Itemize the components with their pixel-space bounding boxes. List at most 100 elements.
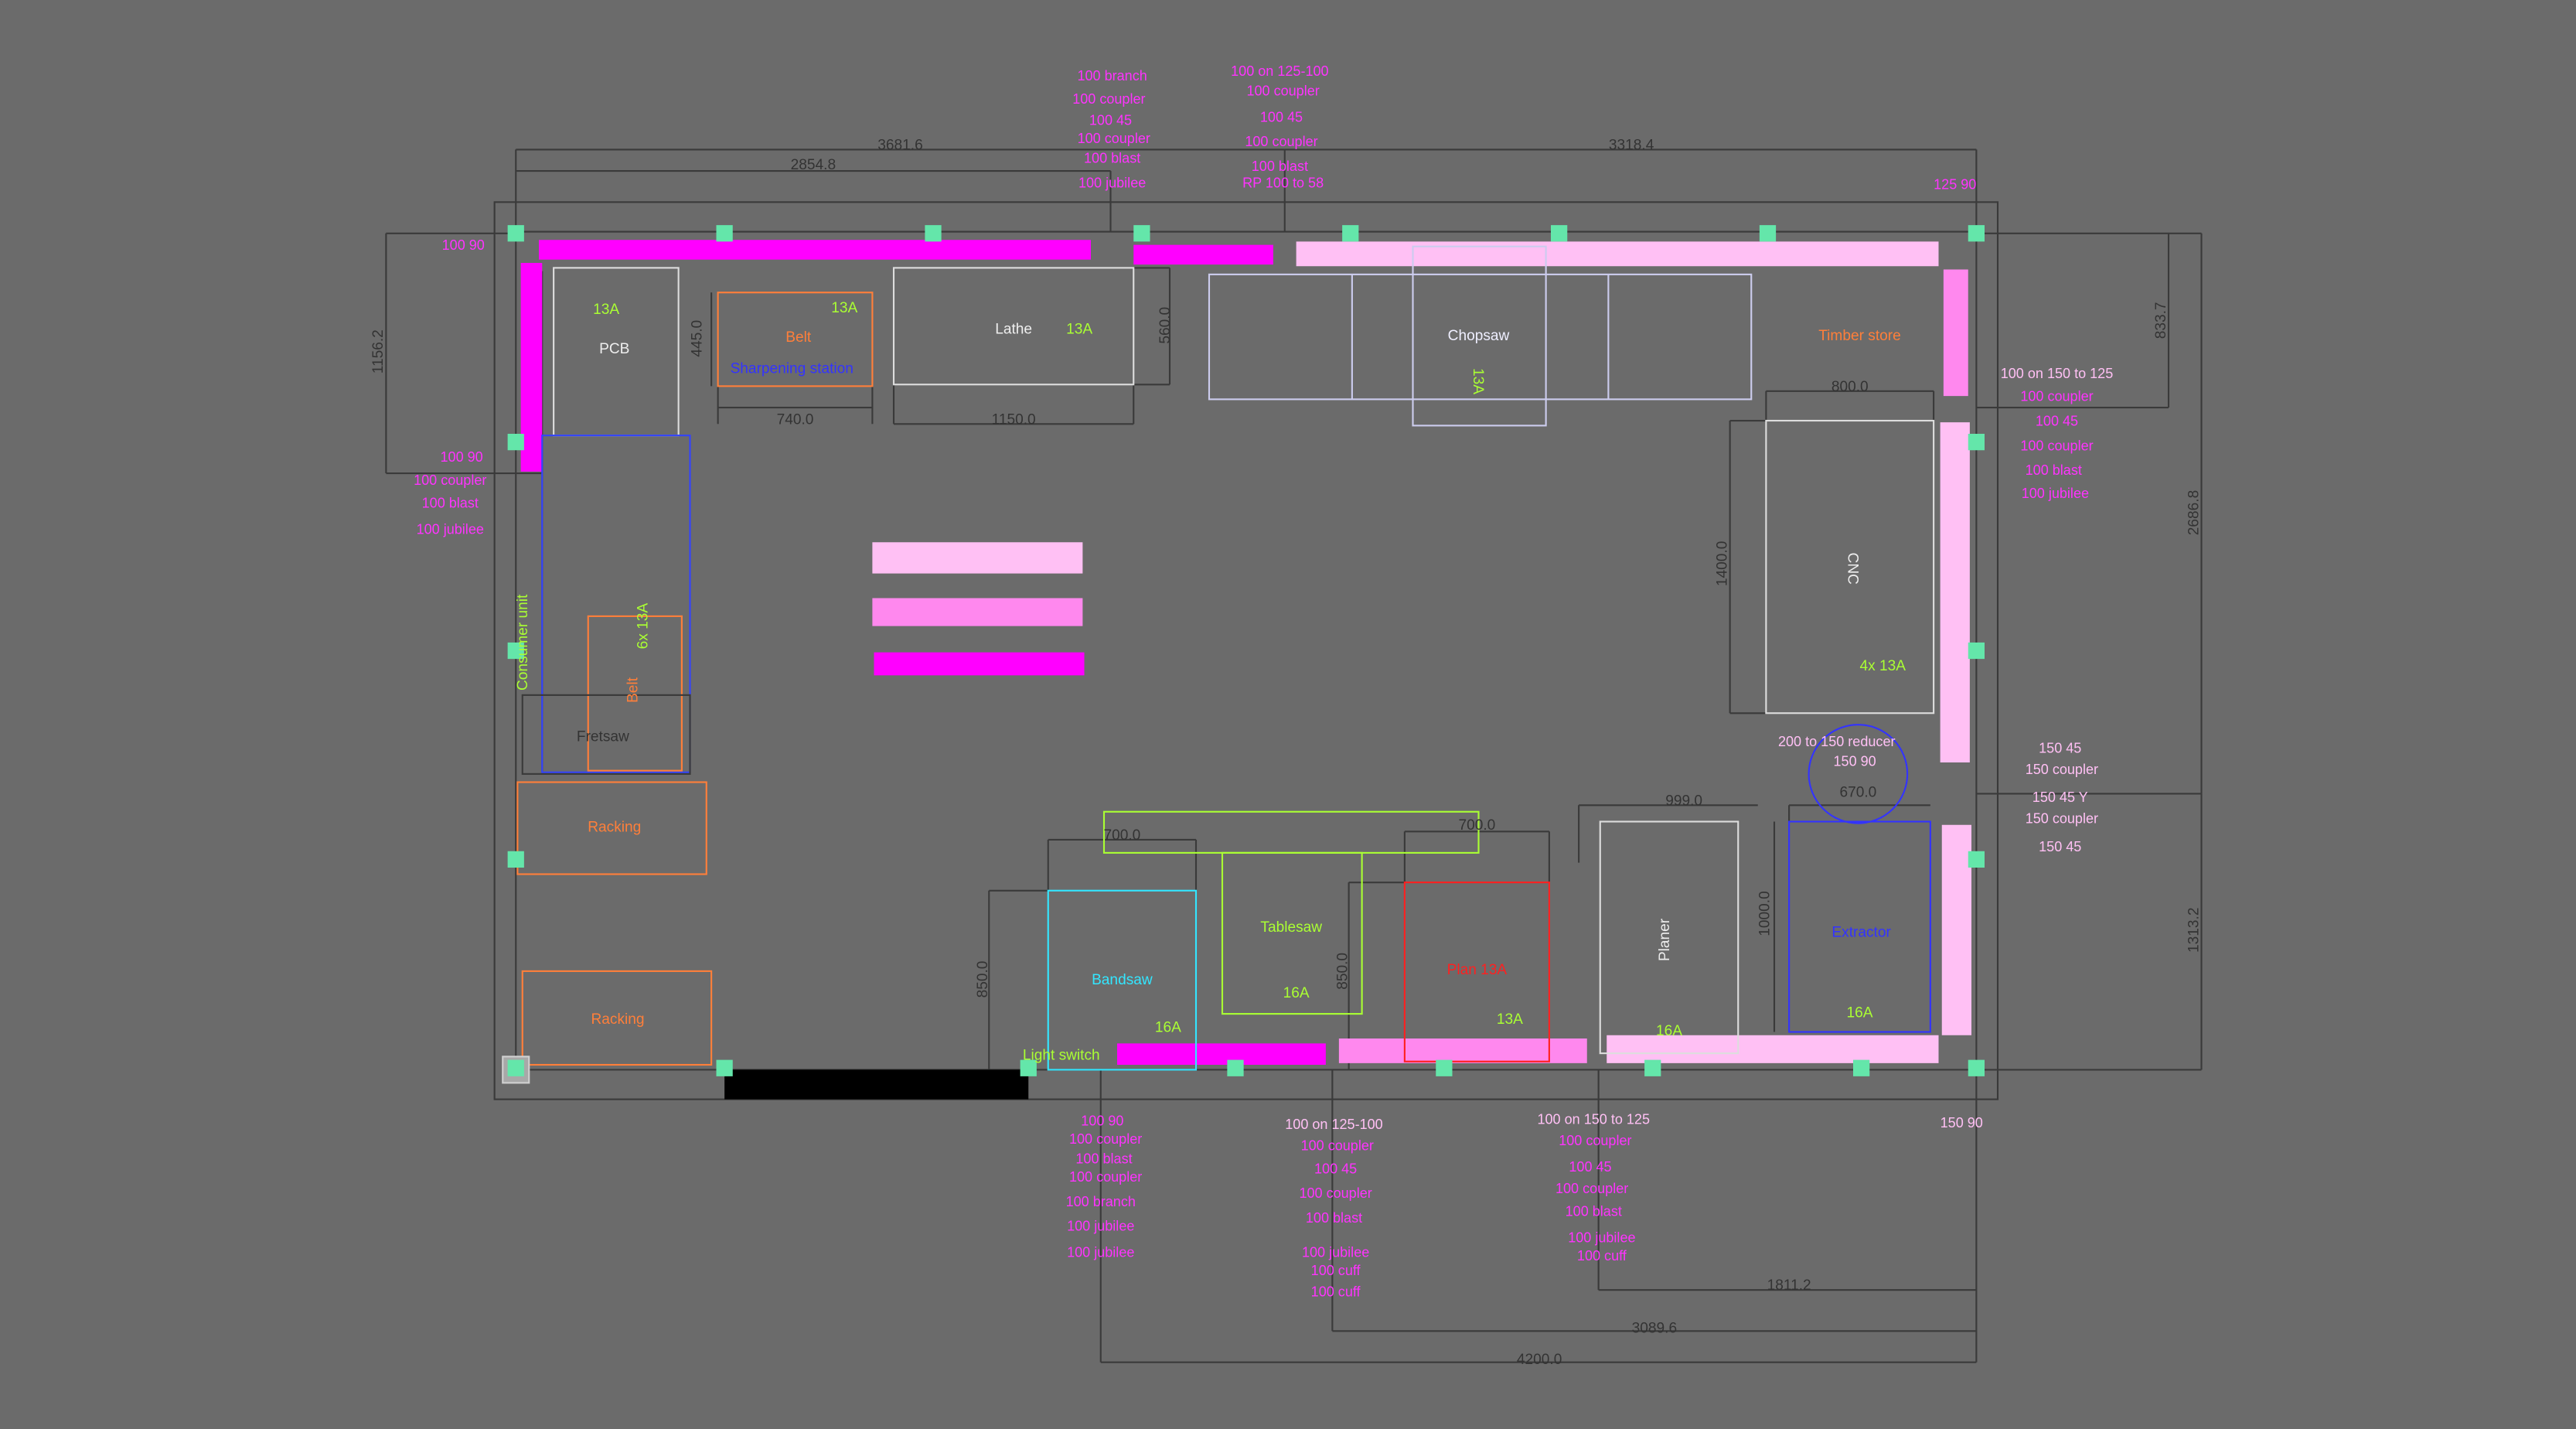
- cnc-label: CNC: [1845, 553, 1861, 585]
- duct-label: 100 blast: [1306, 1210, 1362, 1226]
- socket-marker: [507, 225, 524, 242]
- socket-marker: [1968, 1059, 1985, 1076]
- socket-marker: [1020, 1059, 1037, 1076]
- socket-marker: [1133, 225, 1150, 242]
- chopsaw-power: 13A: [1470, 368, 1486, 394]
- duct-label: 150 45: [2039, 740, 2081, 755]
- duct-spare-2: [872, 598, 1083, 626]
- duct-label: 100 jubilee: [2022, 486, 2089, 501]
- duct-label: 150 90: [1834, 753, 1876, 769]
- duct-label: 150 coupler: [2026, 811, 2098, 827]
- duct-label: 100 coupler: [1555, 1181, 1628, 1196]
- duct-label: 100 coupler: [1069, 1169, 1142, 1185]
- belt-left-label: Belt: [625, 677, 642, 703]
- fretsaw-outline: [521, 694, 691, 775]
- reducer-circle: [1808, 724, 1909, 824]
- planer-outline: [1599, 820, 1739, 1055]
- duct-label: 100 90: [441, 449, 483, 465]
- extractor-label: Extractor: [1831, 924, 1891, 940]
- dim-1313: 1313.2: [2186, 908, 2202, 953]
- chopsaw-outline: [1412, 245, 1547, 427]
- socket-marker: [1968, 225, 1985, 242]
- pcb-power: 13A: [593, 302, 619, 318]
- socket-marker: [1227, 1059, 1244, 1076]
- duct-label: 100 45: [1569, 1159, 1611, 1175]
- outline-lines: [385, 148, 2203, 1363]
- duct-label: 100 45: [2036, 413, 2078, 428]
- red-machine-outline: [1403, 882, 1550, 1062]
- duct-label: 100 cuff: [1577, 1248, 1627, 1264]
- duct-group-top-a: 100 branch 100 coupler 100 45 100 couple…: [1072, 68, 1150, 190]
- duct-top-middle: [1133, 244, 1273, 265]
- duct-group-top-b: 100 on 125-100 100 coupler 100 45 100 co…: [1231, 63, 1328, 191]
- duct-label: 100 on 125-100: [1231, 63, 1328, 79]
- duct-label: 100 45: [1314, 1161, 1357, 1176]
- dim-2854: 2854.8: [791, 157, 836, 173]
- dim-740: 740.0: [777, 411, 814, 428]
- cnc-power: 4x 13A: [1860, 658, 1906, 674]
- duct-label: 100 on 150 to 125: [2001, 366, 2114, 381]
- duct-label: 150 45 Y: [2033, 790, 2088, 805]
- dim-3681: 3681.6: [877, 137, 922, 153]
- duct-label: 100 on 150 to 125: [1537, 1112, 1650, 1127]
- duct-label: 100 90: [1081, 1114, 1123, 1129]
- duct-left-vertical: [520, 263, 543, 472]
- socket-marker: [507, 851, 524, 868]
- belt-top-power: 13A: [831, 300, 857, 316]
- dim-1811: 1811.2: [1767, 1277, 1811, 1294]
- dim-3318: 3318.4: [1609, 137, 1654, 153]
- fretsaw-label: Fretsaw: [577, 728, 629, 745]
- duct-label: 100 coupler: [2020, 389, 2093, 404]
- six-13a-label: 6x 13A: [635, 603, 651, 650]
- duct-group-bottom-b: 100 on 125-100 100 coupler 100 45 100 co…: [1285, 1117, 1382, 1300]
- duct-label: 150 coupler: [2026, 762, 2098, 777]
- duct-top-left: [539, 240, 1091, 260]
- duct-label: 100 jubilee: [1078, 175, 1146, 190]
- duct-label: 100 cuff: [1311, 1263, 1361, 1278]
- duct-label: RP 100 to 58: [1242, 175, 1324, 190]
- red-machine-label: Plan 13A: [1447, 962, 1508, 978]
- duct-label-top-right-corner: 125 90: [1934, 176, 1976, 192]
- duct-label: 100 blast: [1075, 1151, 1132, 1167]
- belt-left-outline: [587, 615, 683, 772]
- dim-850b: 850.0: [1335, 953, 1351, 990]
- duct-label: 100 blast: [2026, 462, 2082, 478]
- duct-group-reducer: 200 to 150 reducer 150 90: [1778, 734, 1896, 769]
- belt-top-outline: [717, 292, 874, 387]
- duct-label: 100 45: [1089, 113, 1132, 128]
- chopsaw-label: Chopsaw: [1448, 328, 1510, 344]
- socket-marker: [1968, 642, 1985, 660]
- duct-label: 100 coupler: [2020, 438, 2093, 453]
- duct-label: 100 coupler: [1245, 134, 1317, 149]
- duct-group-bottom-c: 100 on 150 to 125 100 coupler 100 45 100…: [1537, 1112, 1650, 1264]
- dim-1150: 1150.0: [992, 411, 1036, 428]
- duct-label: 100 coupler: [1246, 83, 1319, 98]
- lathe-power: 13A: [1066, 321, 1092, 337]
- duct-label: 100 on 125-100: [1285, 1117, 1382, 1132]
- tablesaw-label: Tablesaw: [1260, 919, 1322, 936]
- red-machine-power: 13A: [1497, 1011, 1523, 1028]
- outer-wall: [493, 201, 1999, 1100]
- sharpening-station-label: Sharpening station: [731, 360, 854, 377]
- tablesaw-power: 16A: [1283, 985, 1310, 1001]
- socket-marker: [1644, 1059, 1661, 1076]
- dim-4200: 4200.0: [1517, 1352, 1562, 1368]
- dim-833: 833.7: [2153, 302, 2169, 339]
- duct-right-long: [1940, 422, 1970, 762]
- lathe-label: Lathe: [995, 321, 1032, 337]
- duct-group-right-a: 100 on 150 to 125 100 coupler 100 45 100…: [2001, 366, 2114, 501]
- socket-marker: [1551, 225, 1568, 242]
- duct-bottom-left: [1117, 1043, 1326, 1065]
- socket-marker: [925, 225, 942, 242]
- socket-marker: [507, 1059, 524, 1076]
- belt-top-label: Belt: [785, 329, 812, 346]
- duct-label: 100 cuff: [1311, 1284, 1361, 1300]
- pcb-label: PCB: [599, 341, 629, 357]
- duct-label: 100 coupler: [1299, 1185, 1371, 1201]
- dimension-labels: 3681.6 2854.8 3318.4 1156.2 833.7 2686.8…: [370, 137, 2202, 1367]
- socket-marker: [1968, 851, 1985, 868]
- socket-marker: [1342, 225, 1359, 242]
- racking-1-outline: [516, 781, 707, 875]
- socket-markers: [502, 225, 1985, 1084]
